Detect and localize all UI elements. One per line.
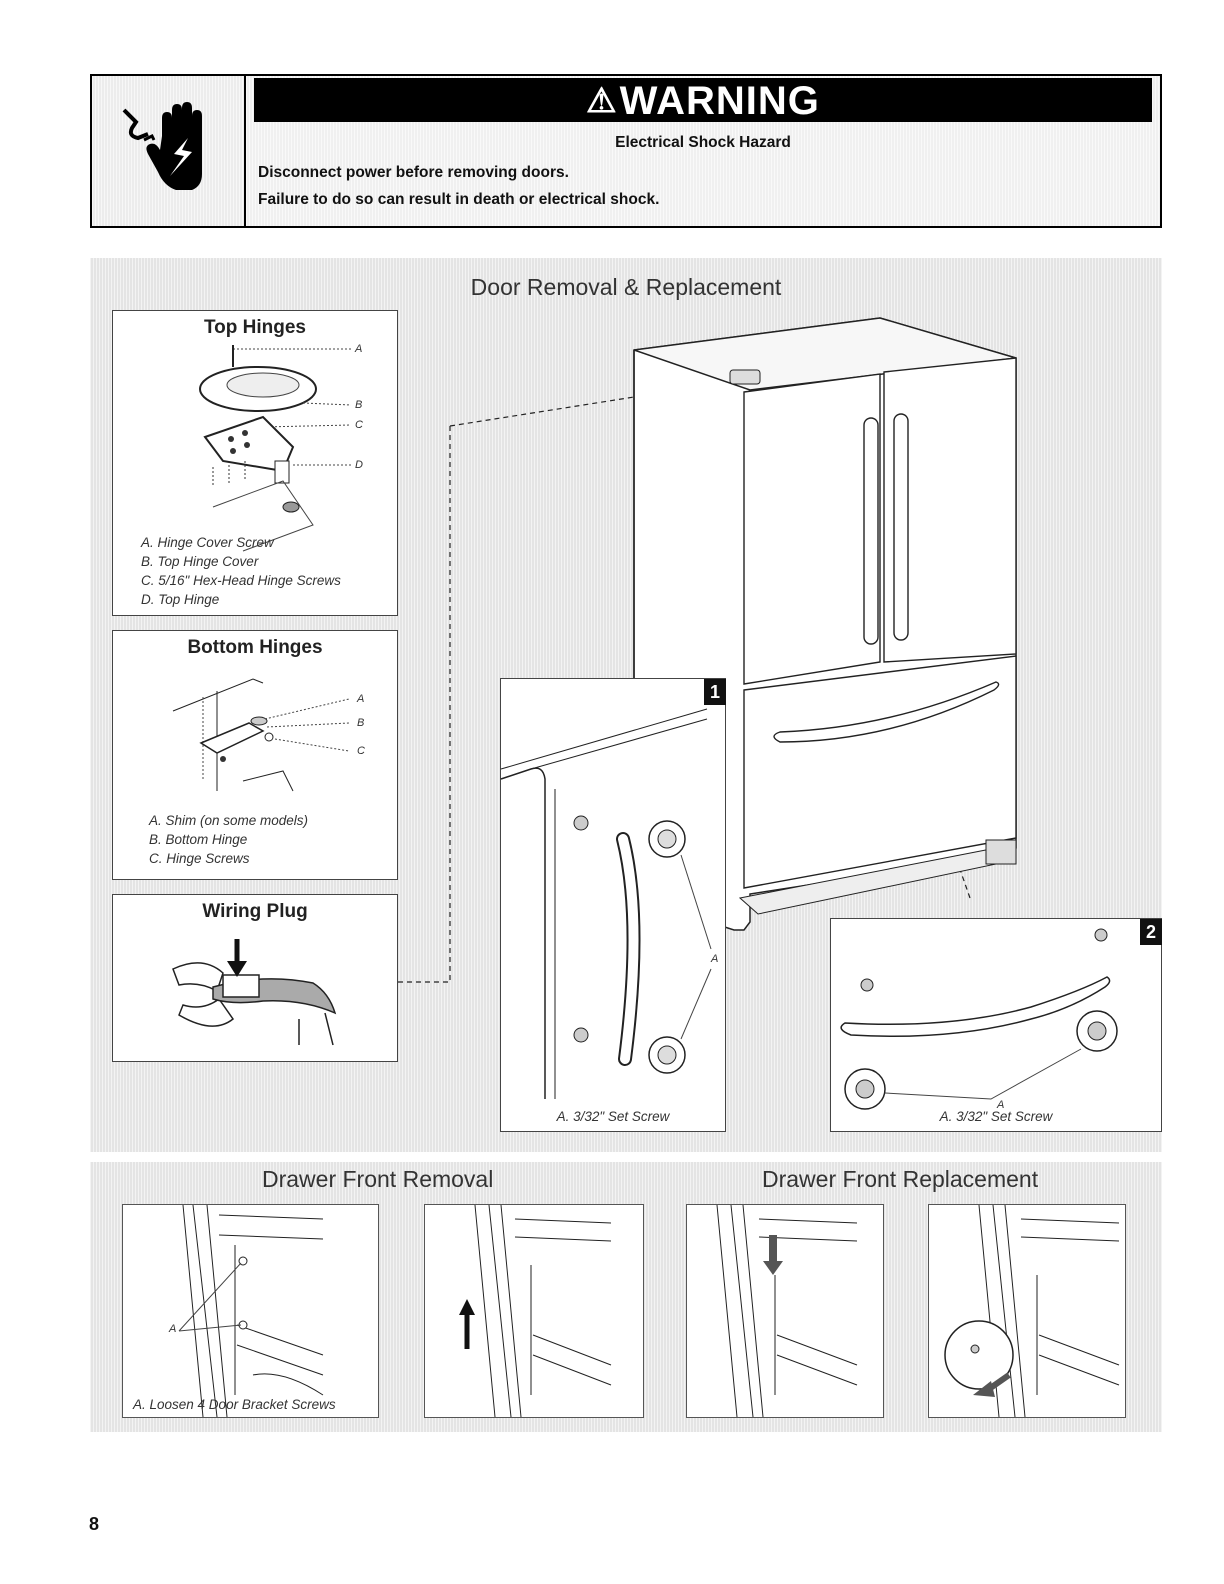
top-hinges-legend-a: A. Hinge Cover Screw (141, 535, 274, 550)
warning-banner: ⚠WARNING (254, 78, 1152, 123)
drawer-replacement-step-2-diagram (944, 1204, 1120, 1418)
electric-shock-hand-icon (122, 102, 202, 190)
bottom-hinge-letter-a: A (357, 693, 365, 705)
wiring-plug-panel: Wiring Plug (112, 894, 398, 1062)
step1-badge: 1 (704, 679, 726, 705)
door-section-title: Door Removal & Replacement (470, 274, 782, 300)
drawer-removal-title: Drawer Front Removal (262, 1166, 494, 1192)
door-removal-section: Door Removal & Replacement Top Hinges (90, 258, 1162, 1152)
top-hinge-letter-a: A (355, 343, 363, 355)
warning-banner-text: WARNING (619, 79, 820, 123)
warning-line-1: Disconnect power before removing doors. (258, 164, 569, 181)
bottom-hinges-legend: A. Shim (on some models) B. Bottom Hinge… (149, 811, 308, 868)
bottom-hinge-letter-b: B (357, 717, 365, 729)
drawer-replacement-title: Drawer Front Replacement (762, 1166, 1039, 1192)
warning-content: ⚠WARNING Electrical Shock Hazard Disconn… (246, 76, 1160, 226)
step2-handle-diagram (840, 928, 1118, 1110)
top-hinges-panel: Top Hinges A B C D A. Hinge Cover Screw … (112, 310, 398, 616)
wiring-plug-title: Wiring Plug (202, 901, 308, 922)
warning-box: ⚠WARNING Electrical Shock Hazard Disconn… (90, 74, 1162, 228)
drawer-removal-step-2-diagram (459, 1204, 612, 1418)
step1-caption: A. 3/32" Set Screw (556, 1109, 670, 1124)
bottom-hinges-panel: Bottom Hinges A B C A. Shim (on some mod… (112, 630, 398, 880)
top-hinge-letter-b: B (355, 399, 363, 411)
step1-handle-diagram (500, 708, 712, 1099)
top-hinges-legend-d: D. Top Hinge (141, 592, 220, 607)
bottom-hinges-legend-b: B. Bottom Hinge (149, 832, 248, 847)
refrigerator-illustration (390, 317, 1017, 983)
step1-letter-a: A (711, 953, 719, 965)
step2-letter-a: A (997, 1099, 1005, 1111)
step2-caption: A. 3/32" Set Screw (939, 1109, 1053, 1124)
warning-icon-cell (92, 76, 246, 226)
drawer-removal-step-1-diagram (178, 1204, 324, 1418)
drawer-panel-1-caption: A. Loosen 4 Door Bracket Screws (133, 1397, 336, 1412)
warning-line-2: Failure to do so can result in death or … (258, 191, 660, 208)
top-hinges-title: Top Hinges (203, 317, 307, 338)
bottom-hinges-legend-c: C. Hinge Screws (149, 851, 250, 866)
top-hinge-letter-d: D (355, 459, 363, 471)
top-hinge-letter-c: C (355, 419, 363, 431)
bottom-hinges-title: Bottom Hinges (187, 637, 323, 658)
drawer-panel-2 (424, 1204, 644, 1418)
drawer-panel-4 (928, 1204, 1126, 1418)
page-number: 8 (89, 1514, 100, 1534)
warning-triangle-icon: ⚠ (586, 82, 618, 120)
bottom-hinge-diagram (172, 678, 350, 792)
drawer-letter-a: A (169, 1323, 177, 1335)
drawer-front-section: Drawer Front Removal Drawer Front Replac… (90, 1162, 1162, 1432)
step2-panel: 2 A A. 3/32" Set Screw (830, 918, 1162, 1132)
step1-panel: 1 A A. 3/32" Set Screw (500, 678, 726, 1132)
top-hinges-legend: A. Hinge Cover Screw B. Top Hinge Cover … (141, 533, 341, 609)
top-hinge-diagram (199, 345, 352, 552)
drawer-panel-3 (686, 1204, 884, 1418)
hazard-title: Electrical Shock Hazard (615, 134, 791, 151)
drawer-replacement-step-1-diagram (716, 1204, 858, 1418)
drawer-panel-1: A A. Loosen 4 Door Bracket Screws (122, 1204, 379, 1418)
top-hinges-legend-b: B. Top Hinge Cover (141, 554, 259, 569)
wiring-plug-diagram (172, 939, 337, 1046)
bottom-hinges-legend-a: A. Shim (on some models) (149, 813, 309, 828)
top-hinges-legend-c: C. 5/16" Hex-Head Hinge Screws (141, 573, 341, 588)
step2-badge: 2 (1140, 919, 1162, 945)
bottom-hinge-letter-c: C (357, 745, 365, 757)
